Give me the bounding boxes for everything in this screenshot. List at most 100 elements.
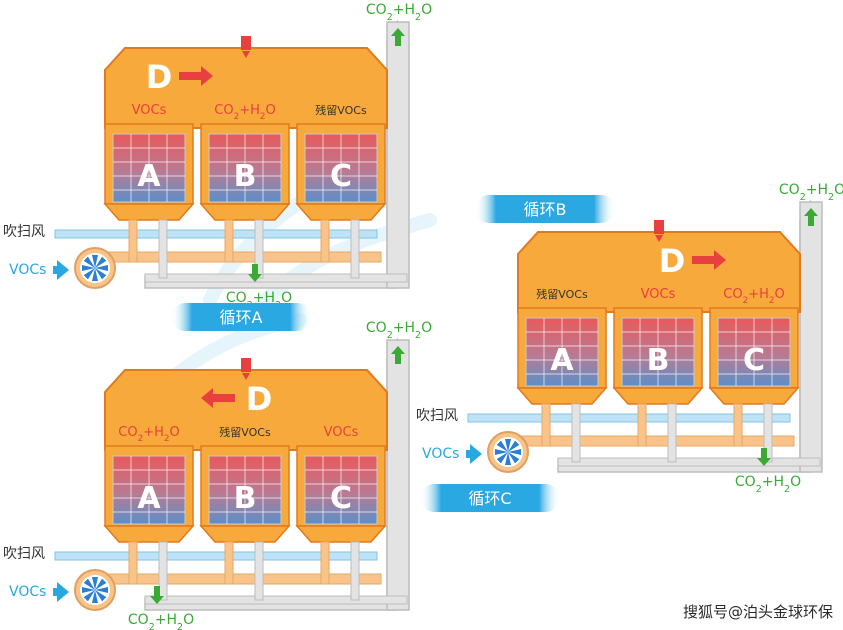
chimney-co2-label: CO2+H2O <box>779 182 843 203</box>
bed-label-b: B <box>647 343 670 378</box>
burner-nozzle <box>241 36 251 50</box>
bed-label-a: A <box>137 481 161 516</box>
purge-air-label: 吹扫风 <box>416 408 458 424</box>
riser-pipe <box>128 219 138 263</box>
bed-label-c: C <box>330 159 352 194</box>
riser-pipe <box>571 403 581 463</box>
bed-hopper <box>103 203 195 221</box>
bed-label-c: C <box>743 343 765 378</box>
bed-label-b: B <box>234 481 257 516</box>
outlet-down-arrow <box>150 586 164 604</box>
cycle-b-pill-label: 循环B <box>524 200 567 219</box>
riser-pipe <box>128 541 138 585</box>
flow-arrow <box>201 388 235 408</box>
burner-flame <box>242 373 250 380</box>
outlet-down-arrow <box>757 448 771 466</box>
flow-arrow <box>179 66 213 86</box>
bed-top-co2-label: CO2+H2O <box>118 425 179 444</box>
riser-pipe <box>667 403 677 463</box>
burner-flame <box>242 51 250 58</box>
chimney-up-arrow <box>391 346 405 364</box>
bed-label-b: B <box>234 159 257 194</box>
combustion-chamber <box>104 369 388 451</box>
combustion-chamber <box>104 47 388 129</box>
bed-hopper <box>295 203 387 221</box>
chamber-d-label: D <box>659 242 686 280</box>
vocs-inlet-label: VOCs <box>422 446 459 462</box>
burner-nozzle <box>241 358 251 372</box>
riser-pipe <box>541 403 551 447</box>
bed-hopper <box>199 525 291 543</box>
purge-air-label: 吹扫风 <box>3 224 45 240</box>
fan-icon <box>74 247 116 289</box>
purge-pipe <box>54 229 378 239</box>
chimney <box>386 21 410 289</box>
bed-hopper <box>612 387 704 405</box>
riser-pipe <box>350 219 360 279</box>
outlet-pipe <box>557 457 821 467</box>
riser-pipe <box>254 219 264 279</box>
bed-top-vocs-label: VOCs <box>641 287 676 302</box>
chimney-co2-label: CO2+H2O <box>366 2 432 23</box>
bed-top-vocs-label: VOCs <box>324 425 359 440</box>
cycle-b-pill: 循环B <box>475 195 615 223</box>
unit-cycle-a: CO2+H2ODVOCsACO2+H2OB残留VOCsC吹扫风VOCsCO2+H… <box>3 2 432 311</box>
fan-icon <box>487 431 529 473</box>
bed-top-residual-label: 残留VOCs <box>536 287 588 301</box>
riser-pipe <box>224 219 234 263</box>
vocs-inlet-arrow <box>466 444 482 464</box>
riser-pipe <box>254 541 264 601</box>
cycle-c-pill: 循环C <box>420 484 560 512</box>
riser-pipe <box>158 541 168 601</box>
chimney <box>799 201 823 473</box>
burner-nozzle <box>654 220 664 234</box>
riser-pipe <box>320 541 330 585</box>
bed-hopper <box>199 203 291 221</box>
bed-top-co2-label: CO2+H2O <box>723 287 784 306</box>
bed-hopper <box>516 387 608 405</box>
vocs-inlet-arrow <box>53 582 69 602</box>
riser-pipe <box>224 541 234 585</box>
bed-hopper <box>708 387 800 405</box>
purge-air-label: 吹扫风 <box>3 546 45 562</box>
cycle-c-pill-label: 循环C <box>468 489 511 508</box>
flow-arrow <box>692 250 726 270</box>
riser-pipe <box>350 541 360 601</box>
outlet-pipe <box>144 273 408 283</box>
cycle-a-pill: 循环A <box>171 303 311 331</box>
burner-flame <box>655 235 663 242</box>
riser-pipe <box>158 219 168 279</box>
bed-top-residual-label: 残留VOCs <box>315 103 367 117</box>
bed-hopper <box>295 525 387 543</box>
vocs-inlet-label: VOCs <box>9 584 46 600</box>
chimney-up-arrow <box>804 208 818 226</box>
fan-icon <box>74 569 116 611</box>
purge-pipe <box>467 413 791 423</box>
chimney <box>386 339 410 611</box>
vocs-inlet-label: VOCs <box>9 262 46 278</box>
bed-top-vocs-label: VOCs <box>132 103 167 118</box>
bed-label-c: C <box>330 481 352 516</box>
watermark: 搜狐号@泊头金球环保 <box>682 603 833 621</box>
unit-cycle-b: CO2+H2OD残留VOCsAVOCsBCO2+H2OC吹扫风VOCsCO2+H… <box>416 182 843 495</box>
bed-top-co2-label: CO2+H2O <box>214 103 275 122</box>
outlet-co2-label: CO2+H2O <box>128 612 194 630</box>
bed-label-a: A <box>550 343 574 378</box>
riser-pipe <box>637 403 647 447</box>
chamber-d-label: D <box>146 58 173 96</box>
bed-a: CO2+H2O A <box>103 425 195 543</box>
vocs-inlet-arrow <box>53 260 69 280</box>
outlet-co2-label: CO2+H2O <box>735 474 801 495</box>
outlet-pipe <box>144 595 408 605</box>
unit-cycle-c: CO2+H2ODCO2+H2OA残留VOCsBVOCsC吹扫风VOCsCO2+H… <box>3 320 432 630</box>
chimney-up-arrow <box>391 28 405 46</box>
chamber-d-label: D <box>246 380 273 418</box>
bed-hopper <box>103 525 195 543</box>
outlet-down-arrow <box>248 264 262 282</box>
riser-pipe <box>763 403 773 463</box>
